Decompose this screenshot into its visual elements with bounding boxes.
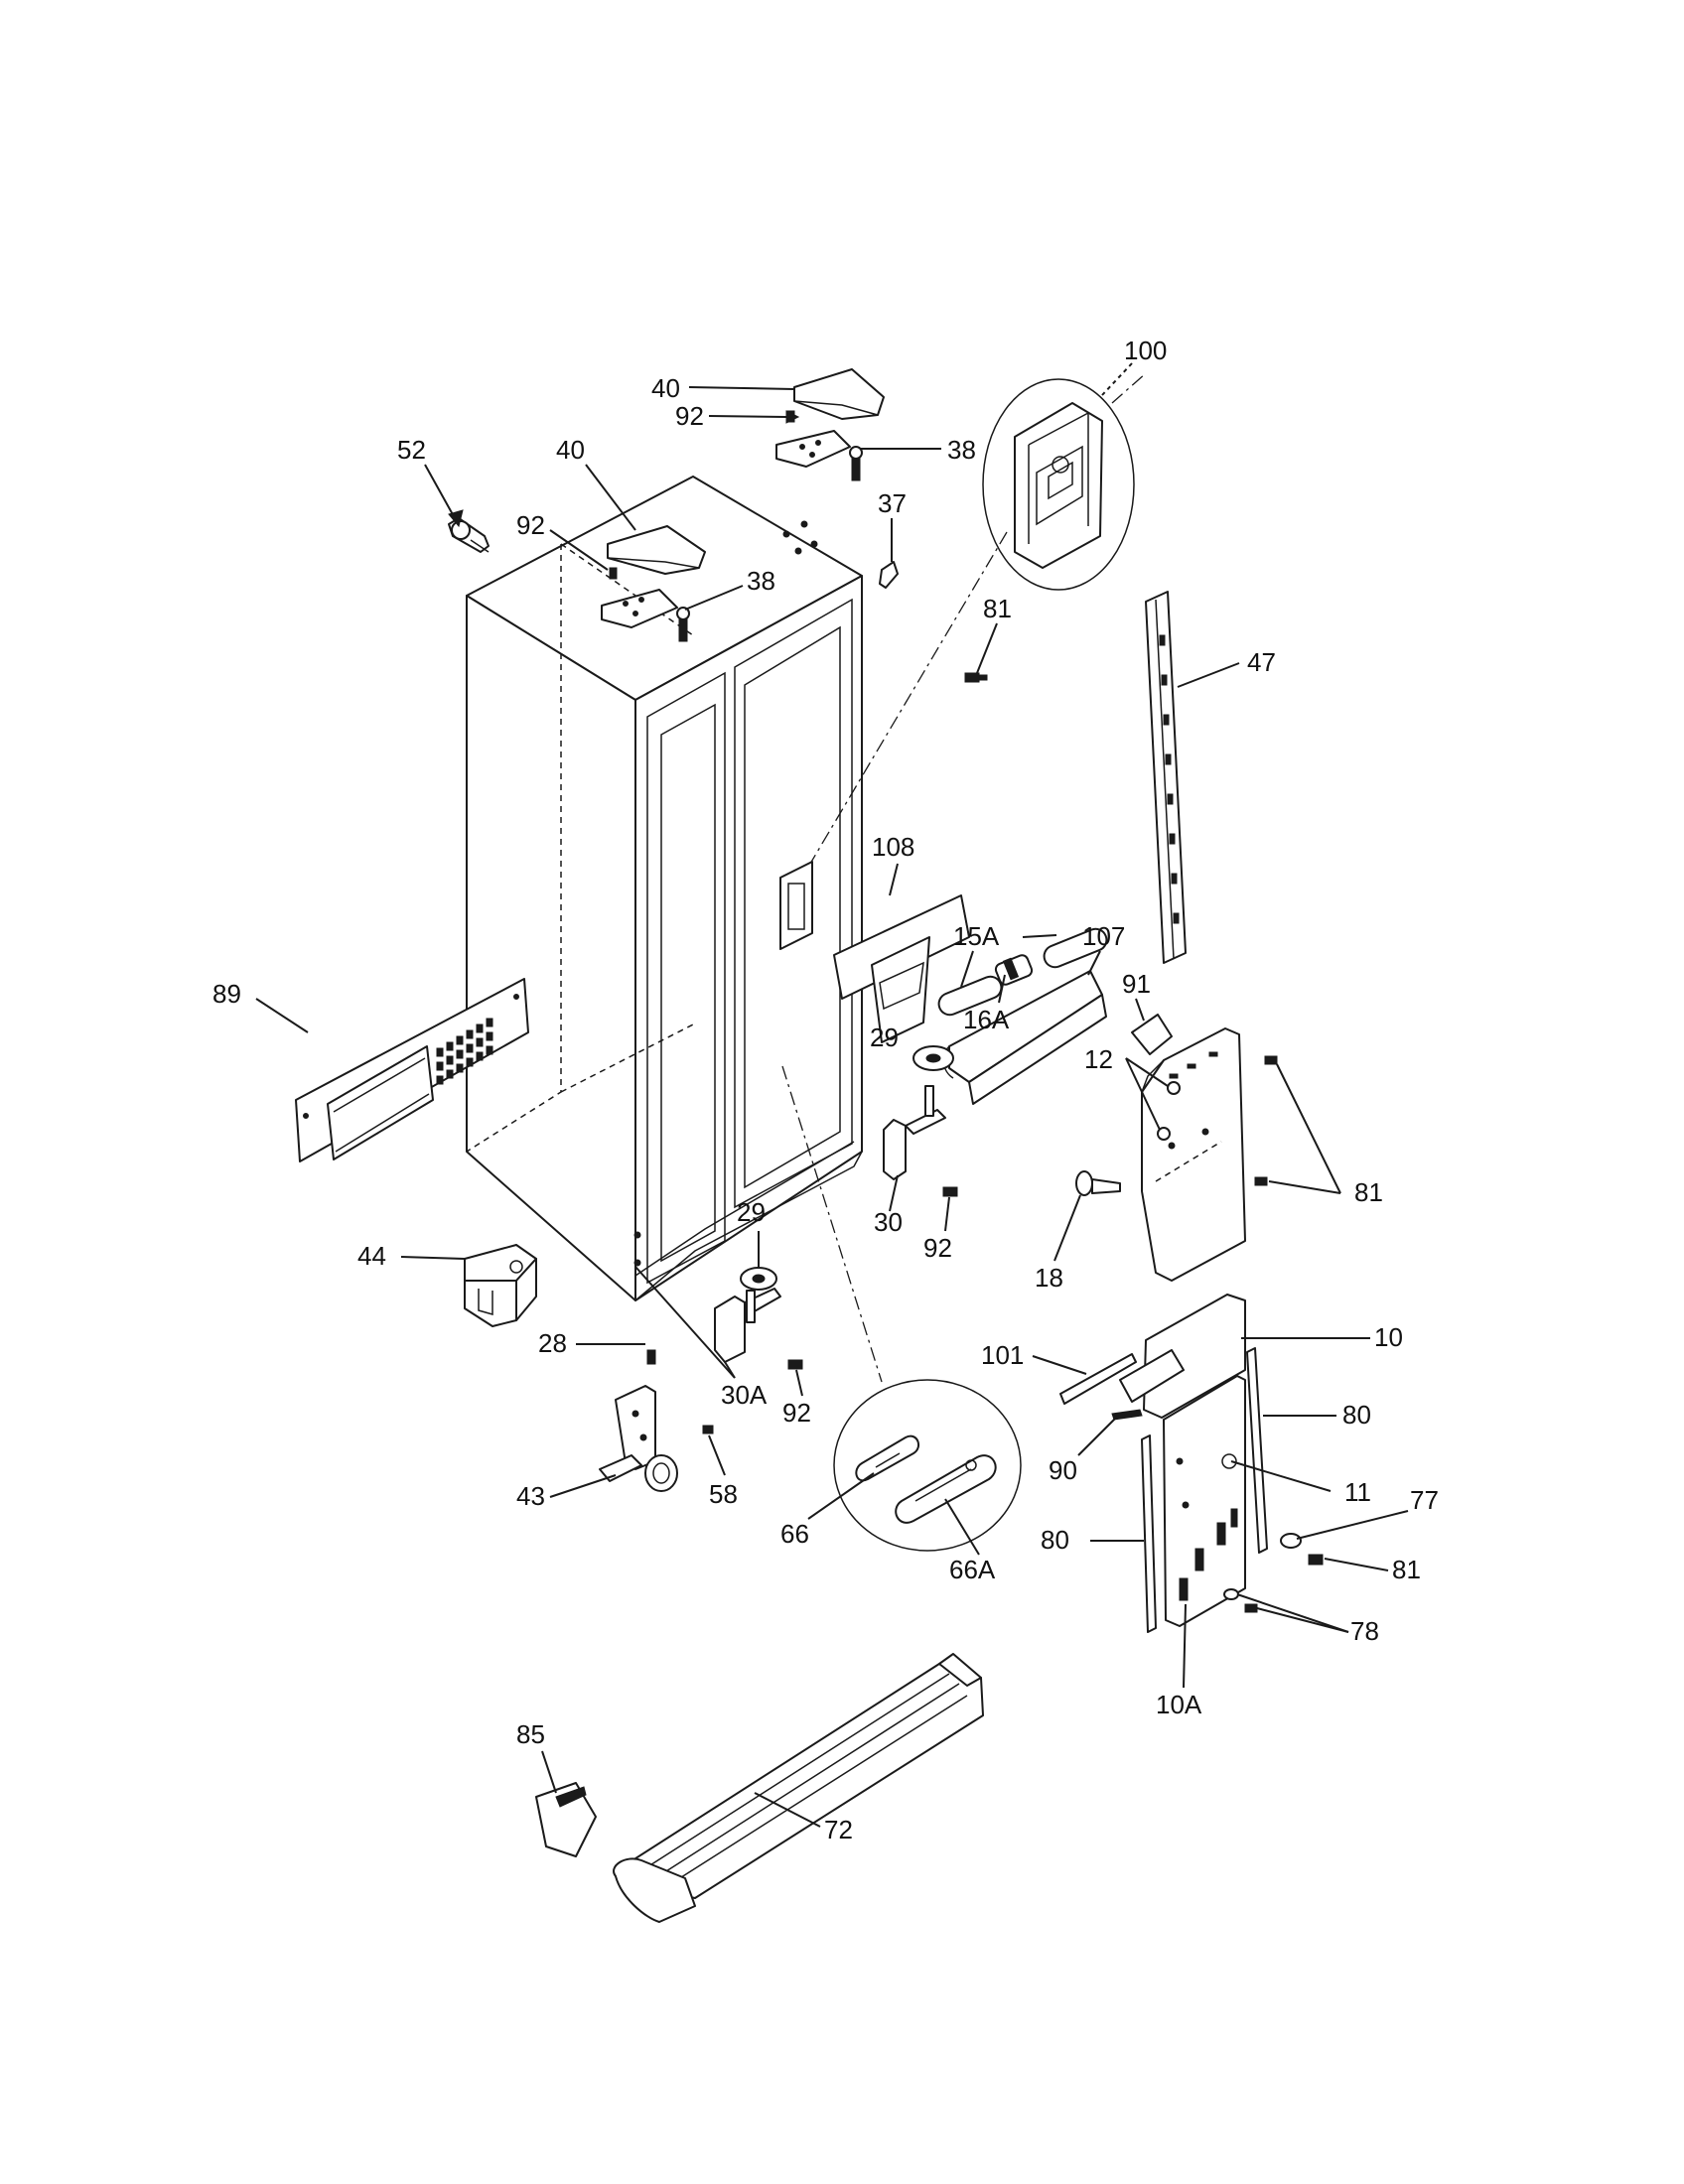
end-cap-part-85 bbox=[535, 1782, 597, 1857]
callout-77: 77 bbox=[1410, 1485, 1439, 1515]
callout-107: 107 bbox=[1082, 921, 1125, 951]
callout-16a: 16A bbox=[963, 1005, 1010, 1034]
bracket-part-30a bbox=[714, 1288, 781, 1363]
kick-plate-part-72 bbox=[613, 1653, 984, 1923]
callout-89: 89 bbox=[212, 979, 241, 1009]
strip-part-101 bbox=[1059, 1353, 1137, 1405]
callout-90: 90 bbox=[1049, 1455, 1077, 1485]
callout-38-upper: 38 bbox=[947, 435, 976, 465]
rail-part-47 bbox=[1145, 591, 1187, 964]
callout-40-upper: 40 bbox=[651, 373, 680, 403]
washer-part-77 bbox=[1280, 1533, 1302, 1549]
screw-part-28 bbox=[646, 1349, 656, 1365]
callout-10a: 10A bbox=[1156, 1690, 1202, 1719]
callout-72: 72 bbox=[824, 1815, 853, 1844]
callout-10: 10 bbox=[1374, 1322, 1403, 1352]
callout-81-lower: 81 bbox=[1392, 1555, 1421, 1584]
callout-43: 43 bbox=[516, 1481, 545, 1511]
washer-part-29-upper bbox=[912, 1045, 954, 1071]
callout-12: 12 bbox=[1084, 1044, 1113, 1074]
panel-part-89 bbox=[295, 978, 529, 1162]
callout-38-lower: 38 bbox=[747, 566, 775, 596]
callout-44: 44 bbox=[357, 1241, 386, 1271]
screw-part-58 bbox=[702, 1425, 714, 1434]
hinge-upper bbox=[775, 430, 863, 481]
screw-part-81-right bbox=[1254, 1055, 1278, 1186]
callout-30: 30 bbox=[874, 1207, 903, 1237]
bulb-part-18 bbox=[1075, 1170, 1121, 1196]
tube-connector-16a bbox=[994, 954, 1034, 986]
caster-part-43 bbox=[599, 1385, 678, 1492]
screw-part-upper bbox=[964, 672, 988, 683]
grommet-part-91 bbox=[1131, 1014, 1173, 1055]
callout-100: 100 bbox=[1124, 336, 1167, 365]
tube-part-15a-lower bbox=[937, 975, 1003, 1017]
callout-52: 52 bbox=[397, 435, 426, 465]
washer-screw-part-78 bbox=[1223, 1588, 1258, 1613]
callout-18: 18 bbox=[1035, 1263, 1063, 1293]
callout-80-right: 80 bbox=[1342, 1400, 1371, 1430]
hinge-cover-upper bbox=[793, 368, 885, 420]
seal-strip-part-80-right bbox=[1246, 1347, 1268, 1554]
callout-15a: 15A bbox=[953, 921, 1000, 951]
bracket-in-cabinet bbox=[779, 861, 813, 950]
callout-78: 78 bbox=[1350, 1616, 1379, 1646]
detail-circle-66 bbox=[781, 1065, 1022, 1552]
callout-92-lower-right: 92 bbox=[782, 1398, 811, 1428]
panel-part-10a bbox=[1163, 1375, 1246, 1627]
screw-part-81-lower bbox=[1308, 1554, 1324, 1566]
callout-29-lower: 29 bbox=[737, 1197, 766, 1227]
hinge-lower bbox=[601, 589, 690, 642]
callout-92-middle: 92 bbox=[923, 1233, 952, 1263]
bracket-part-44 bbox=[464, 1244, 537, 1327]
screw-part-92-middle bbox=[942, 1186, 958, 1197]
evaporator-cover-part-108 bbox=[833, 894, 970, 1043]
callout-29-upper: 29 bbox=[870, 1023, 899, 1052]
leader-lines bbox=[255, 362, 1409, 1828]
callout-30a: 30A bbox=[721, 1380, 768, 1410]
washer-part-29-lower bbox=[740, 1267, 777, 1291]
callout-66: 66 bbox=[780, 1519, 809, 1549]
callout-92-lower: 92 bbox=[516, 510, 545, 540]
shim-part bbox=[879, 561, 899, 589]
callout-81-upper: 81 bbox=[983, 594, 1012, 623]
cabinet-shell bbox=[466, 476, 863, 1301]
callout-81-right: 81 bbox=[1354, 1177, 1383, 1207]
callout-101: 101 bbox=[981, 1340, 1024, 1370]
callout-28: 28 bbox=[538, 1328, 567, 1358]
callout-58: 58 bbox=[709, 1479, 738, 1509]
callout-labels: 100 40 92 38 52 40 92 37 38 81 47 108 15… bbox=[212, 336, 1439, 1844]
callout-108: 108 bbox=[872, 832, 914, 862]
seal-strip-part-80-left bbox=[1141, 1434, 1157, 1633]
screw-part-92-lower bbox=[787, 1359, 803, 1370]
bracket-part-30 bbox=[883, 1085, 946, 1180]
tube-part-15a-upper bbox=[1043, 927, 1108, 969]
hinge-screw-lower bbox=[609, 567, 618, 580]
callout-66a: 66A bbox=[949, 1555, 996, 1584]
grommet-part-12 bbox=[1157, 1081, 1181, 1141]
callout-85: 85 bbox=[516, 1719, 545, 1749]
detail-circle-100 bbox=[809, 372, 1147, 865]
callout-40-lower: 40 bbox=[556, 435, 585, 465]
hinge-cover-lower bbox=[607, 525, 706, 575]
hinge-pin-part bbox=[448, 517, 490, 553]
callout-47: 47 bbox=[1247, 647, 1276, 677]
callout-11: 11 bbox=[1344, 1477, 1371, 1507]
clip-part-90 bbox=[1111, 1409, 1143, 1421]
callout-91: 91 bbox=[1122, 969, 1151, 999]
callout-37: 37 bbox=[878, 488, 907, 518]
callout-80-left: 80 bbox=[1041, 1525, 1069, 1555]
callout-92-upper: 92 bbox=[675, 401, 704, 431]
